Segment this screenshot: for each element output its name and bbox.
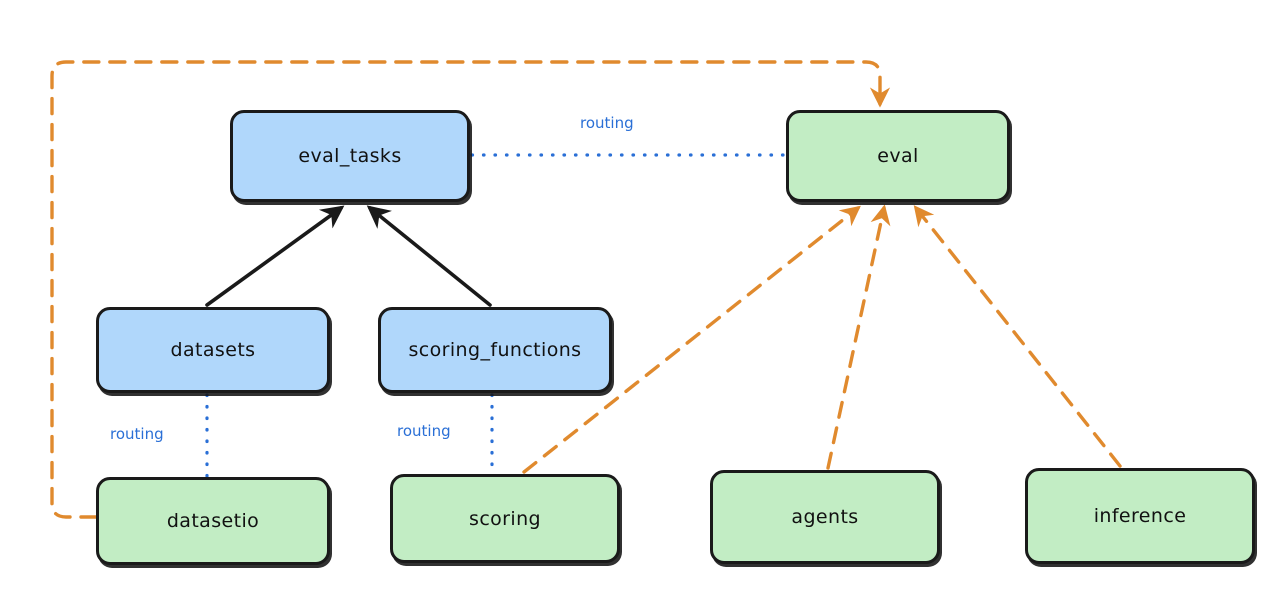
node-scoring[interactable]: scoring xyxy=(390,474,620,563)
node-label-eval: eval xyxy=(877,145,919,167)
node-label-agents: agents xyxy=(791,506,859,528)
edge-datasets-eval_tasks xyxy=(205,205,345,307)
node-scoring_functions[interactable]: scoring_functions xyxy=(378,307,612,393)
edge-agents-eval xyxy=(826,204,891,470)
edge-inference-eval xyxy=(913,205,1122,468)
edge-label-routing-scoring_functions-scoring: routing xyxy=(397,422,451,440)
node-label-inference: inference xyxy=(1093,505,1187,527)
edge-label-routing-datasets-datasetio: routing xyxy=(110,425,164,443)
node-label-scoring: scoring xyxy=(469,507,541,530)
node-datasets[interactable]: datasets xyxy=(96,307,330,393)
edge-scoring_functions-eval_tasks xyxy=(366,205,492,307)
node-datasetio[interactable]: datasetio xyxy=(96,477,330,565)
node-label-datasets: datasets xyxy=(170,339,256,361)
node-eval_tasks[interactable]: eval_tasks xyxy=(230,110,470,202)
edge-label-routing-eval_tasks-eval: routing xyxy=(580,114,634,132)
node-label-datasetio: datasetio xyxy=(166,510,260,532)
node-eval[interactable]: eval xyxy=(786,110,1010,202)
node-agents[interactable]: agents xyxy=(710,470,940,564)
node-inference[interactable]: inference xyxy=(1025,468,1255,564)
node-label-scoring_functions: scoring_functions xyxy=(408,339,582,361)
node-label-eval_tasks: eval_tasks xyxy=(298,145,402,167)
